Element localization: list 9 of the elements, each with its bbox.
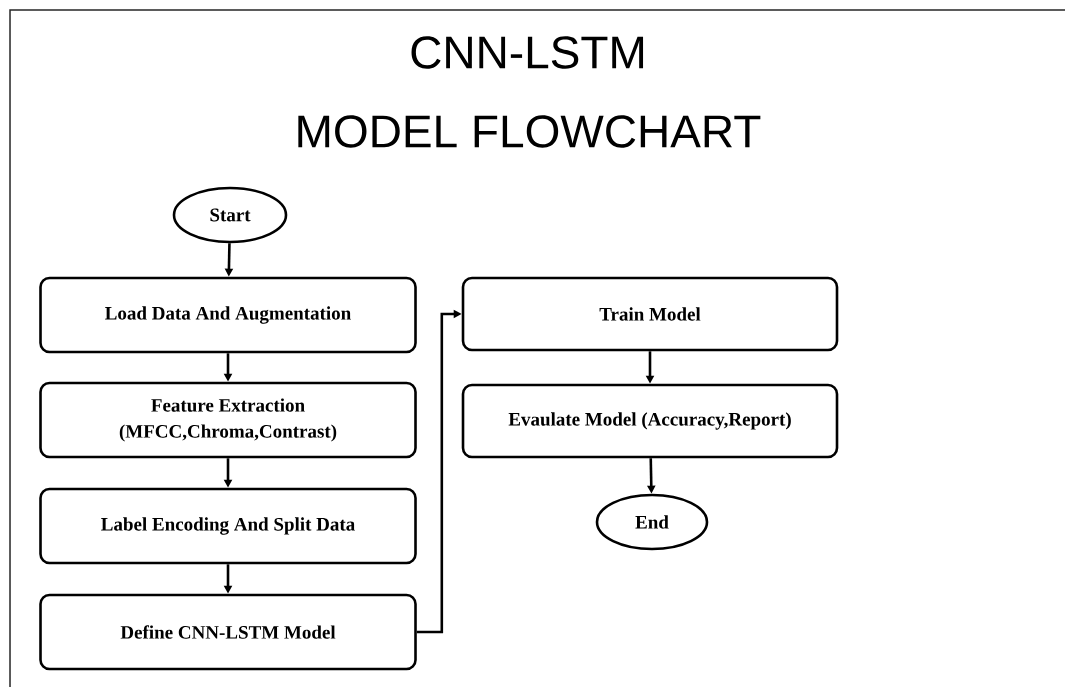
- terminal-oval: Start: [172, 186, 288, 244]
- process-box: Define CNN-LSTM Model: [39, 593, 417, 671]
- process-box: Evaulate Model (Accuracy,Report): [461, 383, 839, 459]
- terminal-oval: End: [595, 493, 709, 551]
- process-box: Label Encoding And Split Data: [39, 487, 417, 565]
- process-box: Train Model: [461, 276, 839, 352]
- process-box: Feature Extraction (MFCC,Chroma,Contrast): [39, 381, 417, 459]
- process-box: Load Data And Augmentation: [39, 276, 417, 354]
- title: CNN-LSTM MODEL FLOWCHART: [298, 36, 761, 148]
